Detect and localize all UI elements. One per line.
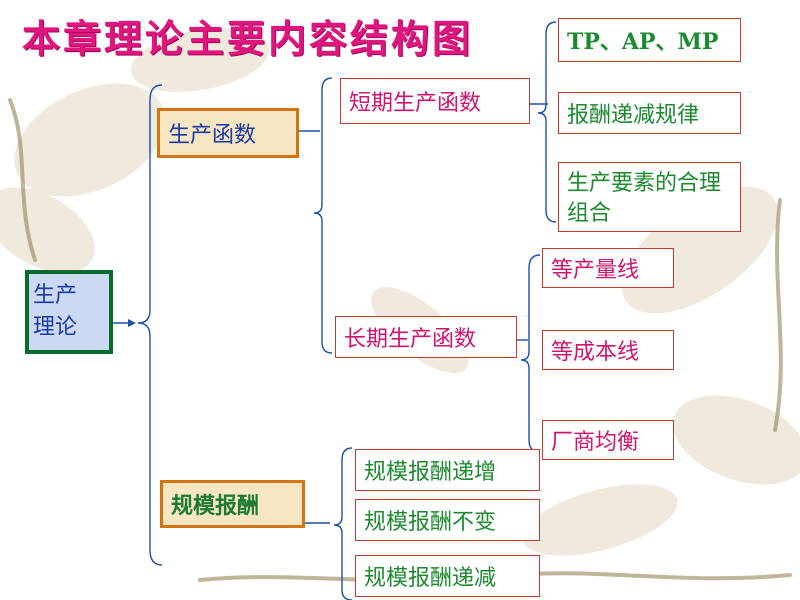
leaf-increasing-returns: 规模报酬递增 bbox=[355, 449, 540, 491]
root-label-line2: 理论 bbox=[33, 315, 78, 340]
node-production-function: 生产函数 bbox=[157, 108, 299, 158]
leaf-isoquant: 等产量线 bbox=[542, 248, 674, 288]
root-label-line1: 生产 bbox=[33, 283, 78, 308]
leaf-diminishing-returns: 报酬递减规律 bbox=[558, 92, 741, 134]
root-node: 生产 理论 bbox=[25, 270, 113, 354]
leaf-optimal-input-combination: 生产要素的合理组合 bbox=[558, 162, 741, 232]
node-short-run-function: 短期生产函数 bbox=[340, 78, 530, 124]
leaf-isocost: 等成本线 bbox=[542, 330, 674, 370]
page-title: 本章理论主要内容结构图 bbox=[22, 17, 474, 61]
leaf-producer-equilibrium: 厂商均衡 bbox=[542, 420, 674, 460]
leaf-decreasing-returns: 规模报酬递减 bbox=[355, 555, 540, 597]
node-long-run-function: 长期生产函数 bbox=[335, 316, 517, 358]
leaf-tp-ap-mp: TP、AP、MP bbox=[558, 18, 741, 62]
leaf-constant-returns: 规模报酬不变 bbox=[355, 499, 540, 541]
node-returns-to-scale: 规模报酬 bbox=[160, 480, 305, 528]
